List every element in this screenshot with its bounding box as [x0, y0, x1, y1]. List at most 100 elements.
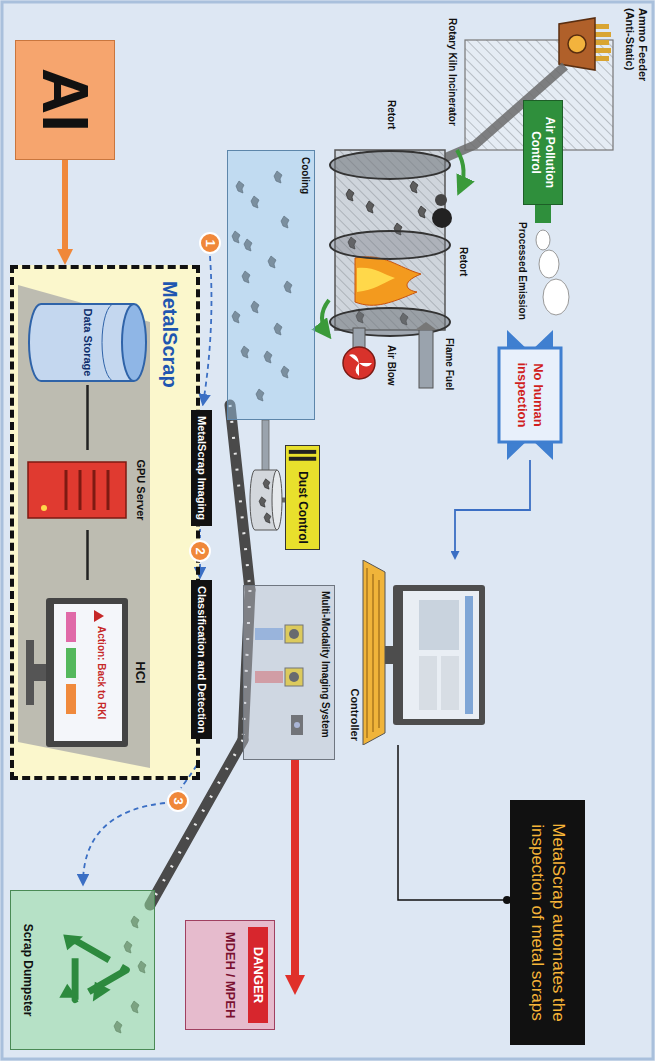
- connector: [62, 160, 68, 249]
- step-label: MetalScrap Imaging: [191, 410, 212, 526]
- imaging-box-text: Multi-Modality Imaging System: [319, 591, 331, 754]
- ammo-feeder-icon: [595, 48, 611, 53]
- callout-arrows: [83, 256, 211, 884]
- controller-terminal: [403, 591, 479, 719]
- conveyor-belt: [230, 405, 250, 590]
- controller-terminal: [367, 568, 379, 738]
- scrap-dumpster: [93, 982, 111, 1002]
- rotary-kiln: [418, 206, 426, 218]
- server-box: GPU Server: [25, 450, 150, 530]
- rotary-kiln: [346, 189, 354, 201]
- rotary-kiln: [330, 231, 450, 259]
- callout-arrows: [203, 256, 211, 404]
- server-box: [25, 450, 150, 530]
- connector: [86, 530, 89, 580]
- ammo-feeder-icon: [595, 24, 609, 29]
- hazard-bin-text: MDEH / MPEH: [223, 927, 239, 1023]
- banner-note: No human inspection: [495, 330, 565, 460]
- flame-fuel-pipe: [415, 322, 437, 330]
- process-box: Dust Control: [285, 445, 320, 550]
- ammo-feeder-icon: [595, 32, 611, 37]
- connector: [455, 460, 530, 551]
- ammo-feeder-icon: [595, 56, 609, 61]
- scrap-dumpster-text: Scrap Dumpster: [21, 924, 35, 1017]
- callout-number: 1: [199, 232, 221, 254]
- treatment-box-text: Air Pollution Control: [529, 105, 558, 200]
- hci-monitor: [66, 684, 76, 714]
- part-label: Ammo Feeder (Anti-Static): [623, 8, 649, 90]
- server-box: [28, 462, 126, 518]
- hci-monitor: [26, 640, 34, 705]
- hazard-bin-text: DANGER: [248, 927, 268, 1023]
- emission-pipe: [535, 203, 551, 223]
- process-box: Cooling: [227, 150, 315, 420]
- server-box: [41, 505, 47, 511]
- emission-pipe: [539, 250, 559, 278]
- hci-monitor: [66, 648, 76, 678]
- air-blow-fan: [343, 328, 375, 379]
- system-panel-text: MetalScrap: [158, 281, 182, 776]
- controller-terminal: [363, 560, 385, 745]
- storage-cylinder: Data Storage: [25, 300, 150, 385]
- system-panel-fill: [10, 265, 200, 780]
- hci-monitor: [66, 612, 76, 642]
- hazard-bin: DANGER MDEH / MPEH: [185, 920, 275, 1030]
- system-panel-fill: [10, 265, 200, 780]
- hci-monitor: HCI: [20, 580, 150, 765]
- storage-cylinder: [102, 304, 114, 381]
- flame-fuel-pipe: [419, 330, 433, 388]
- air-blow-fan: [343, 347, 375, 379]
- ai-box: AI: [15, 40, 115, 160]
- system-panel-fill: [18, 285, 150, 768]
- controller-terminal: [393, 585, 485, 725]
- part-label: Rotary Kiln Incinerator: [446, 18, 458, 126]
- hci-monitor: [20, 580, 150, 765]
- rotary-kiln: [355, 257, 421, 306]
- storage-cylinder: [29, 304, 134, 381]
- process-box: [289, 450, 316, 454]
- title-box: MetalScrap automates the inspection of m…: [510, 800, 585, 1045]
- controller-terminal: Controller: [348, 560, 485, 745]
- dust-bin: [262, 420, 269, 472]
- part-label: Air Blow: [385, 345, 397, 386]
- rotary-kiln: [410, 181, 418, 193]
- part-label: Retort: [385, 100, 397, 129]
- process-box-text: Cooling: [299, 157, 311, 413]
- controller-terminal: [419, 656, 437, 710]
- process-box-text: Dust Control: [295, 471, 309, 544]
- controller-terminal: [419, 600, 459, 650]
- storage-cylinder: [122, 304, 146, 381]
- process-box: [289, 457, 316, 461]
- part-label: Action: Back to RKI: [95, 626, 107, 719]
- dust-bin: [250, 420, 287, 530]
- emission-pipe: [536, 230, 550, 250]
- controller-terminal: [385, 646, 393, 664]
- conveyor-belt: [230, 405, 250, 590]
- step-label: Classification and Detection: [191, 580, 212, 739]
- step-label-text: Classification and Detection: [195, 586, 208, 733]
- ammo-feeder-icon: [559, 18, 611, 70]
- rotary-kiln: [366, 201, 374, 213]
- flame-fuel-pipe: [415, 322, 437, 388]
- scrap-dumpster: Scrap Dumpster: [10, 890, 155, 1050]
- callout-number: 3: [167, 790, 189, 812]
- hci-monitor-text: HCI: [132, 661, 148, 683]
- storage-cylinder-text: Data Storage: [81, 309, 94, 377]
- part-label: Processed Emission: [516, 222, 528, 320]
- step-label-text: MetalScrap Imaging: [195, 416, 208, 520]
- callout-arrows: [83, 803, 165, 884]
- controller-terminal: [465, 596, 473, 714]
- air-blow-fan: [349, 354, 372, 376]
- callout-number: 2: [189, 540, 211, 562]
- ammo-feeder-icon: [559, 18, 595, 70]
- part-label: Flame Fuel: [443, 338, 455, 390]
- title-box-text: MetalScrap automates the inspection of m…: [527, 810, 568, 1035]
- ai-box-text: AI: [27, 68, 104, 132]
- hci-monitor: [94, 610, 104, 622]
- dust-bin: [272, 470, 282, 530]
- controller-terminal: [361, 560, 485, 745]
- dust-bin: [263, 479, 270, 489]
